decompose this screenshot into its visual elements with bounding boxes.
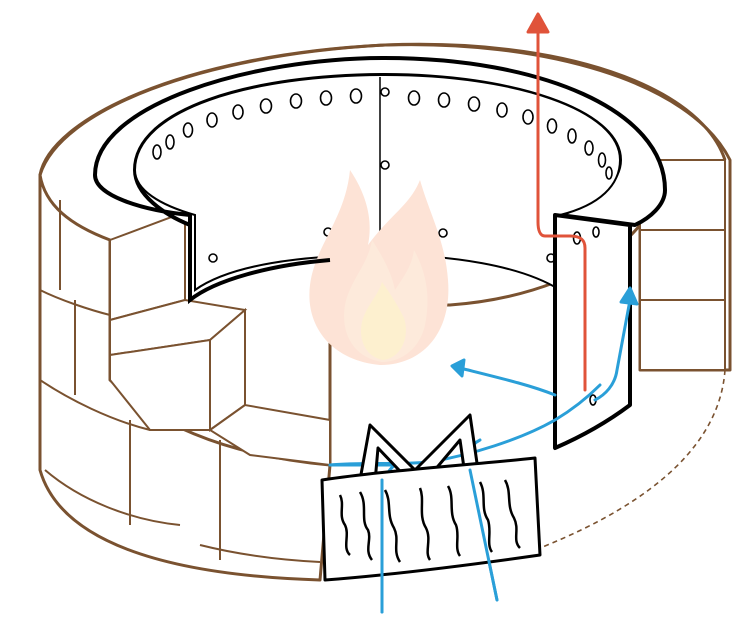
cool-air-riser [593, 298, 632, 402]
brick-wall-outer [38, 42, 727, 176]
vent-holes [152, 88, 613, 180]
arrow-icon [619, 286, 639, 306]
vent-hole [232, 104, 244, 120]
grate-front-plate [320, 456, 542, 582]
arrow-up-icon [526, 12, 550, 34]
steel-inner-wall [133, 73, 622, 292]
vent-hole [592, 226, 600, 238]
vent-hole [546, 118, 558, 134]
hot-air-path [536, 28, 587, 392]
bolt-icon [380, 160, 390, 170]
vent-hole [584, 140, 594, 156]
bolt-icon [208, 253, 218, 263]
vent-hole [522, 109, 534, 125]
vent-hole [349, 88, 363, 104]
dashed-hidden-edge [539, 369, 726, 549]
vent-hole [597, 152, 607, 168]
vent-hole [407, 90, 421, 106]
brick-joints [39, 200, 321, 563]
bolt-icon [380, 87, 390, 97]
vent-hole [206, 112, 218, 128]
cool-air-front-overlay [380, 468, 499, 614]
vent-hole [259, 98, 273, 114]
vent-hole [437, 92, 451, 108]
vent-hole [165, 134, 175, 150]
steel-front-left-edge [188, 215, 331, 305]
vent-hole [496, 102, 508, 118]
vent-hole [319, 90, 333, 106]
hot-air-flow [526, 12, 587, 392]
vent-hole [152, 144, 162, 160]
vent-hole [605, 166, 613, 180]
arrow-icon [450, 358, 466, 378]
bolt-icon [438, 228, 448, 238]
brick-steps [109, 210, 331, 467]
vent-hole [467, 96, 481, 112]
vent-hole [289, 93, 303, 109]
steel-front-right-panel [553, 213, 632, 450]
grate-icon [320, 413, 542, 582]
flame-icon [309, 170, 449, 365]
grate-logs [338, 479, 521, 563]
vent-hole [182, 122, 194, 138]
vent-hole [567, 128, 577, 144]
cool-air-to-fire [458, 366, 557, 397]
